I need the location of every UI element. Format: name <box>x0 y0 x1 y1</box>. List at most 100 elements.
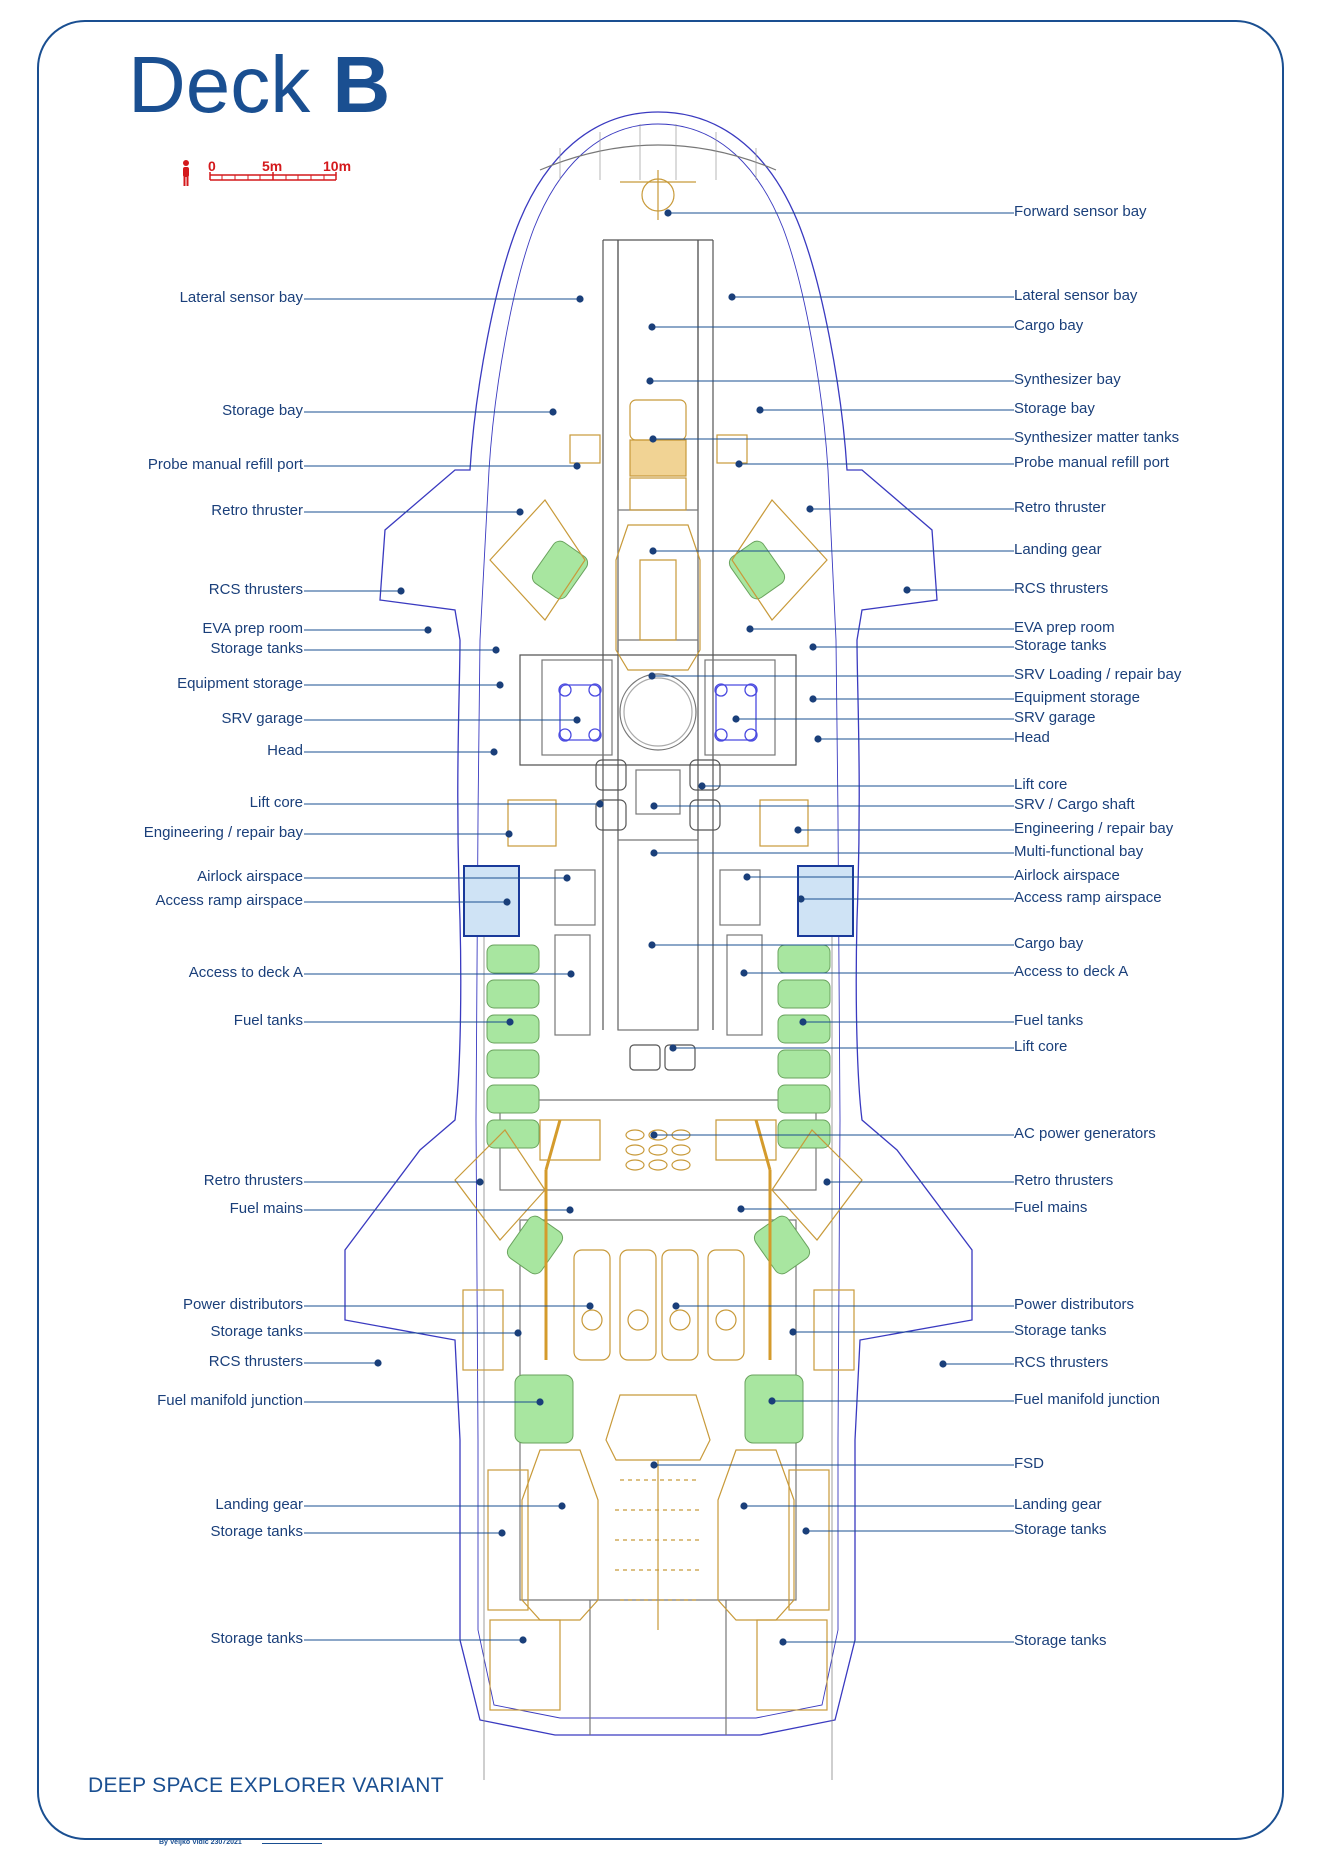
callout-label-right: Power distributors <box>1014 1296 1135 1313</box>
fsd <box>605 1394 711 1630</box>
callout-marker <box>740 1502 748 1510</box>
callout-marker <box>586 1302 594 1310</box>
ac-generators <box>625 1129 691 1171</box>
callout-label-right: Lateral sensor bay <box>1014 287 1138 304</box>
callout-marker <box>802 1527 810 1535</box>
callout-marker <box>374 1359 382 1367</box>
callout-marker <box>506 1018 514 1026</box>
callout-label-right: Equipment storage <box>1014 689 1140 706</box>
callout-markers <box>374 209 947 1646</box>
callout-marker <box>536 1398 544 1406</box>
callout-label-right: SRV Loading / repair bay <box>1014 666 1182 683</box>
callout-marker <box>650 802 658 810</box>
airlock-band <box>463 865 854 937</box>
callout-marker <box>746 625 754 633</box>
callout-label-right: Storage bay <box>1014 400 1095 417</box>
callout-marker <box>728 293 736 301</box>
callout-marker <box>794 826 802 834</box>
callout-label-left: Lift core <box>249 794 303 811</box>
callout-marker <box>646 377 654 385</box>
callout-marker <box>806 505 814 513</box>
callout-marker <box>573 716 581 724</box>
callout-marker <box>648 672 656 680</box>
callout-marker <box>567 970 575 978</box>
callout-marker <box>903 586 911 594</box>
scale-zero: 0 <box>208 158 216 174</box>
callout-label-right: Access ramp airspace <box>1014 889 1162 906</box>
callout-marker <box>503 898 511 906</box>
callout-label-left: Head <box>267 742 303 759</box>
callout-marker <box>573 462 581 470</box>
interior-structure <box>483 124 833 1780</box>
callout-marker <box>558 1502 566 1510</box>
equipment <box>454 170 863 1711</box>
callout-label-left: Fuel mains <box>229 1200 303 1217</box>
fuel-tanks <box>486 540 831 1444</box>
leader-lines <box>304 212 1014 1643</box>
callout-marker <box>939 1360 947 1368</box>
author-credit: By Veljko Vidić 23072021 <box>159 1839 242 1846</box>
callout-marker <box>496 681 504 689</box>
callout-marker <box>650 1461 658 1469</box>
scale-mid: 5m <box>262 158 283 174</box>
callout-label-right: Cargo bay <box>1014 935 1084 952</box>
variant-title: DEEP SPACE EXPLORER VARIANT <box>88 1774 444 1797</box>
callout-label-right: Access to deck A <box>1014 963 1129 980</box>
callout-marker <box>737 1205 745 1213</box>
callout-label-right: AC power generators <box>1014 1125 1156 1142</box>
callout-marker <box>823 1178 831 1186</box>
callout-marker <box>698 782 706 790</box>
callout-label-right: Fuel tanks <box>1014 1012 1084 1029</box>
callout-marker <box>549 408 557 416</box>
callout-marker <box>514 1329 522 1337</box>
callout-label-left: Access to deck A <box>188 964 303 981</box>
callout-marker <box>490 748 498 756</box>
callout-marker <box>797 895 805 903</box>
callout-label-right: Fuel manifold junction <box>1014 1391 1160 1408</box>
callout-marker <box>732 715 740 723</box>
callout-label-right: Lift core <box>1014 776 1068 793</box>
page-frame <box>37 20 1284 1840</box>
callout-label-left: Retro thrusters <box>203 1172 303 1189</box>
callout-marker <box>768 1397 776 1405</box>
scale-bar: 0 5m 10m <box>178 158 358 194</box>
callout-marker <box>648 323 656 331</box>
callout-marker <box>814 735 822 743</box>
callout-label-right: Fuel mains <box>1014 1199 1088 1216</box>
callout-label-left: Access ramp airspace <box>155 892 303 909</box>
callout-marker <box>566 1206 574 1214</box>
callout-marker <box>596 800 604 808</box>
callout-marker <box>498 1529 506 1537</box>
callout-marker <box>397 587 405 595</box>
callout-marker <box>492 646 500 654</box>
scale-graphic <box>183 160 337 186</box>
callout-marker <box>505 830 513 838</box>
deck-title-letter: B <box>332 40 391 129</box>
callout-marker <box>563 874 571 882</box>
callout-marker <box>809 695 817 703</box>
callout-label-right: Storage tanks <box>1014 1521 1107 1538</box>
callout-label-left: RCS thrusters <box>208 581 303 598</box>
callout-marker <box>779 1638 787 1646</box>
callout-label-right: Probe manual refill port <box>1014 454 1170 471</box>
callout-label-left: EVA prep room <box>202 620 303 637</box>
callout-marker <box>756 406 764 414</box>
callout-label-left: Storage tanks <box>210 1630 303 1647</box>
callout-marker <box>649 435 657 443</box>
callout-label-right: Landing gear <box>1014 541 1102 558</box>
callout-label-left: Storage tanks <box>210 640 303 657</box>
callout-label-left: Engineering / repair bay <box>143 824 303 841</box>
callout-marker <box>516 508 524 516</box>
callout-label-right: Lift core <box>1014 1038 1068 1055</box>
scale-end: 10m <box>323 158 352 174</box>
callout-marker <box>799 1018 807 1026</box>
callout-marker <box>743 873 751 881</box>
callout-label-right: Multi-functional bay <box>1014 843 1144 860</box>
callout-label-right: Landing gear <box>1014 1496 1102 1513</box>
callout-label-right: SRV garage <box>1014 709 1096 726</box>
callout-label-right: Retro thrusters <box>1014 1172 1114 1189</box>
callout-label-left: Probe manual refill port <box>147 456 303 473</box>
callout-label-right: Forward sensor bay <box>1014 203 1147 220</box>
callout-label-right: EVA prep room <box>1014 619 1115 636</box>
